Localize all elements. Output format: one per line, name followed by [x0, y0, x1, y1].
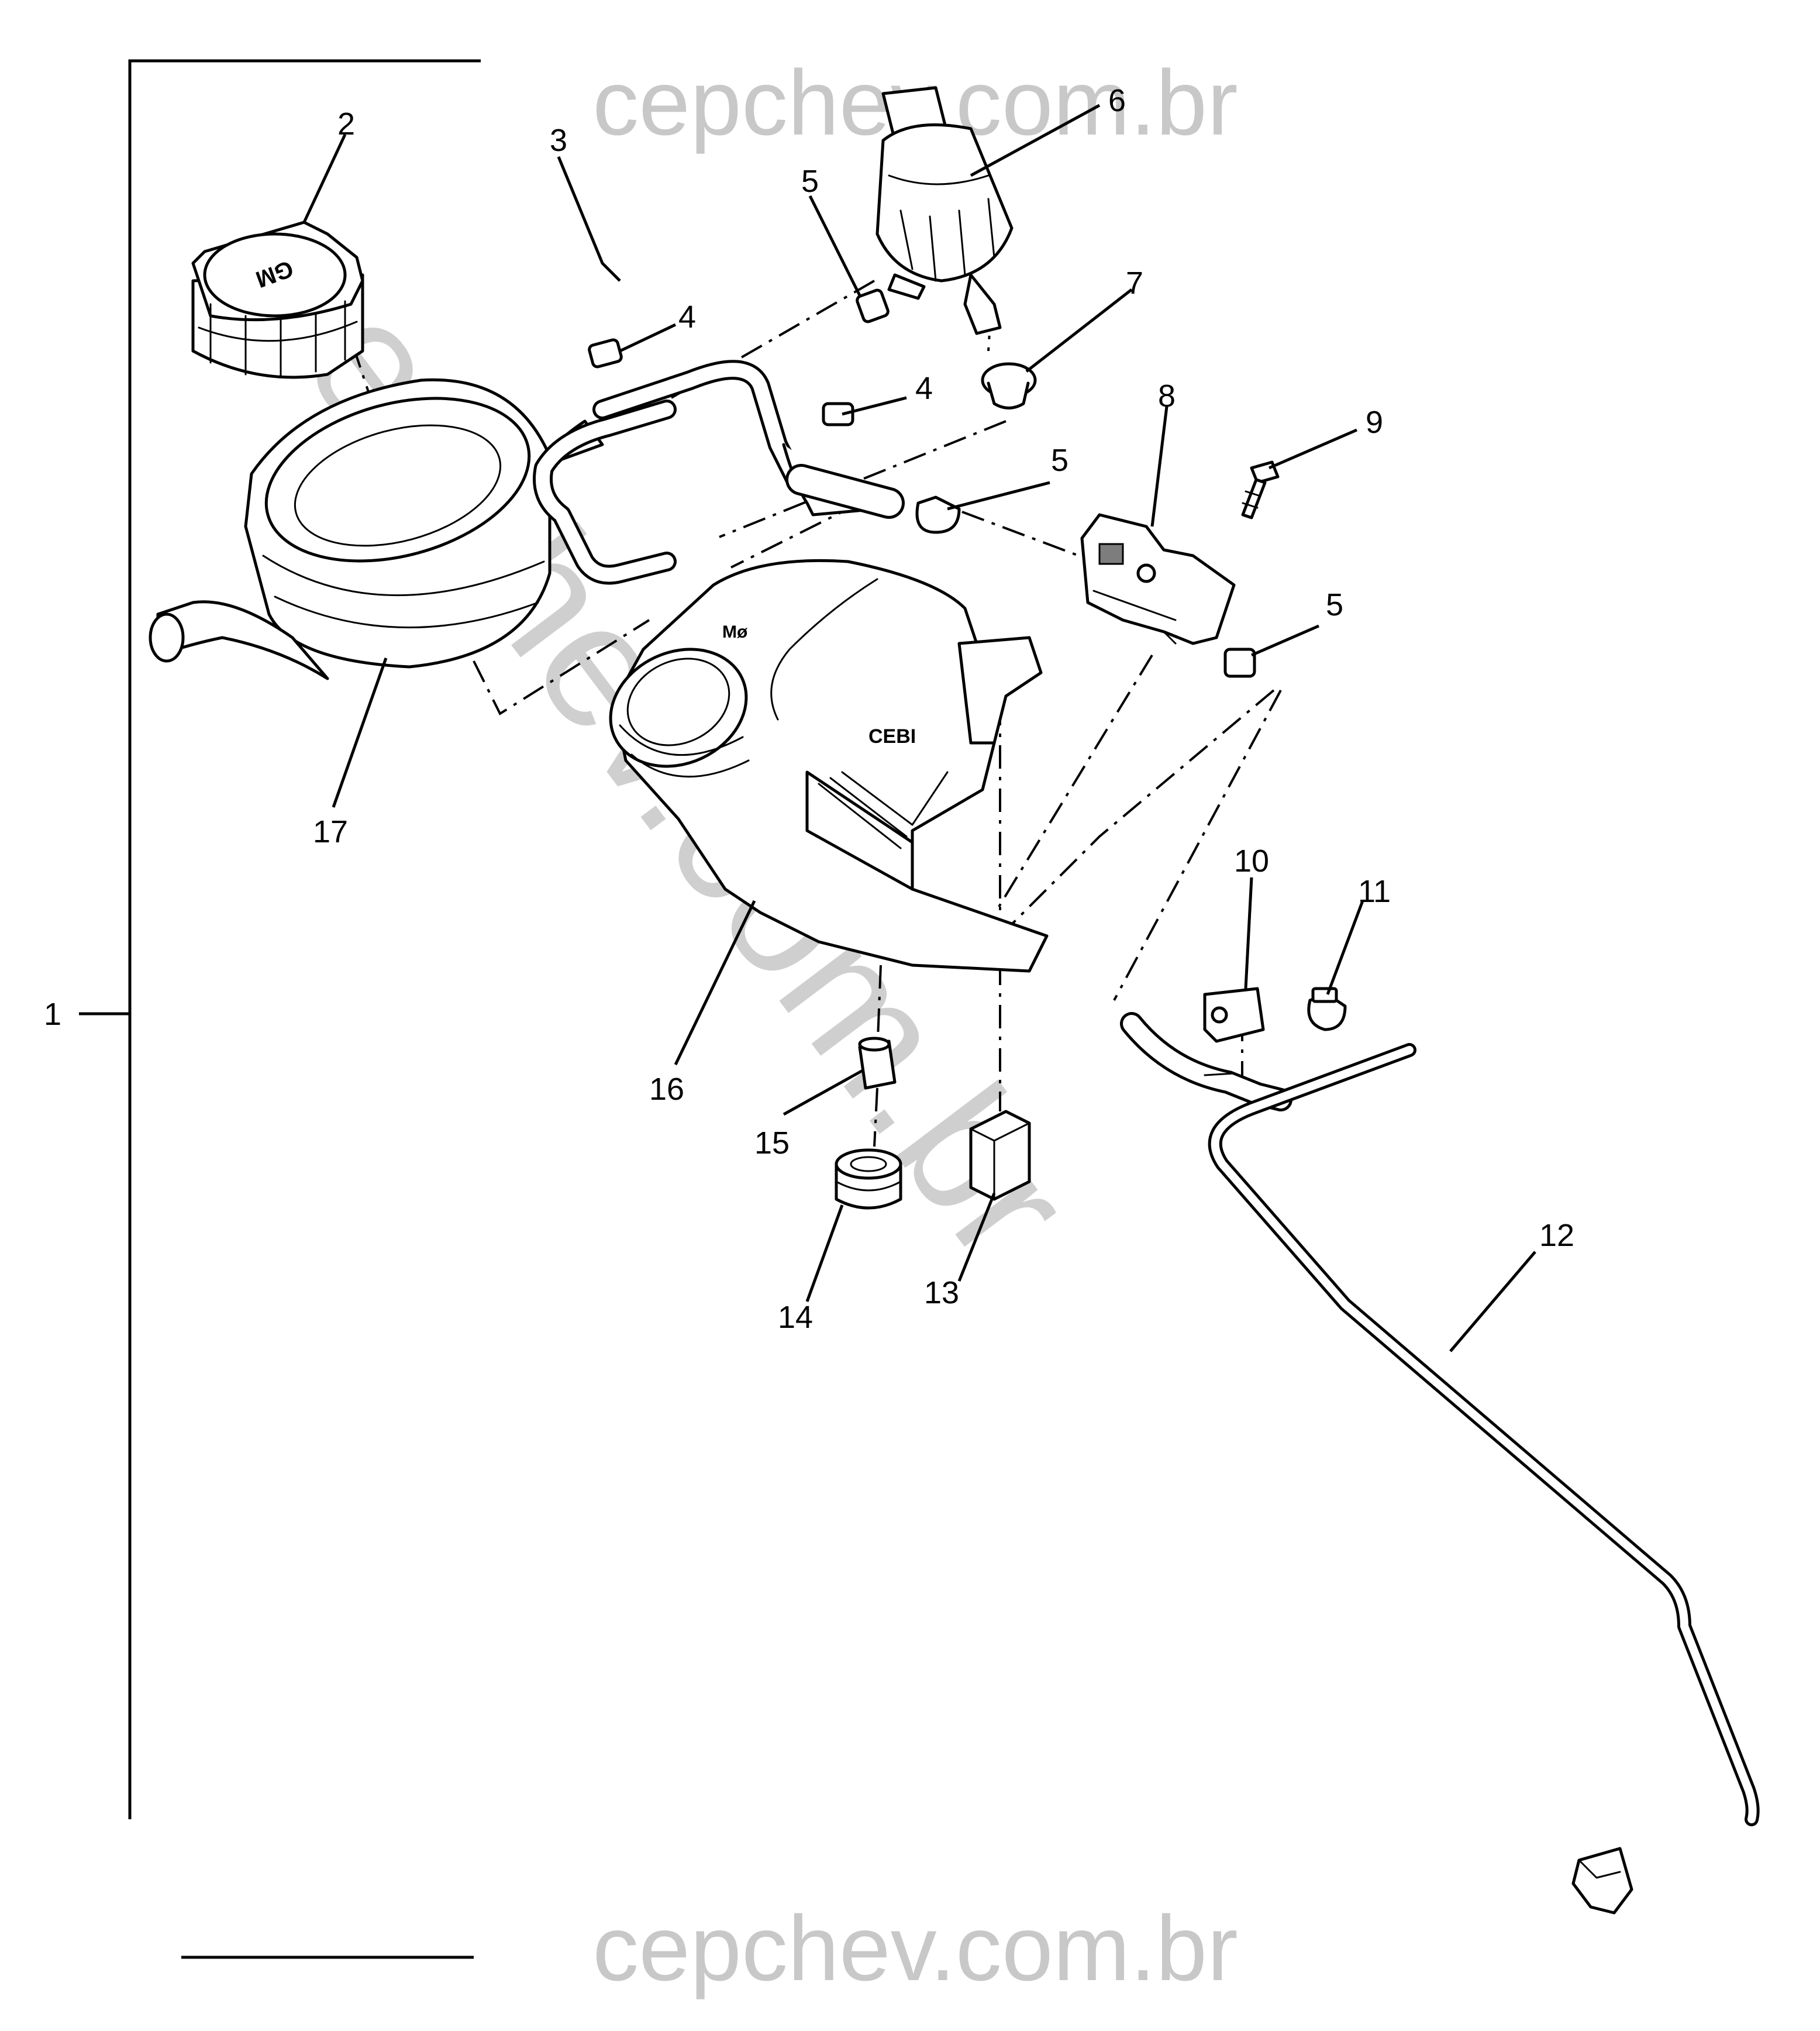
- callout-7: 7: [1126, 266, 1143, 301]
- grommet-clip-parts: [1203, 987, 1347, 1043]
- callout-17: 17: [313, 814, 348, 849]
- bolt-part: [1241, 460, 1280, 519]
- filler-neck-part: [149, 378, 551, 680]
- callout-13: 13: [924, 1275, 959, 1310]
- callout-10: 10: [1234, 844, 1269, 879]
- hose-clamp-parts: [588, 338, 854, 426]
- callout-16: 16: [649, 1072, 684, 1107]
- hose-part: [533, 360, 905, 585]
- callout-5a: 5: [801, 164, 819, 199]
- filler-cap-part: GM: [191, 221, 364, 379]
- reservoir-mark-cebi: CEBI: [868, 725, 916, 748]
- callout-2: 2: [337, 106, 355, 142]
- callout-4a: 4: [678, 300, 696, 335]
- callout-5b: 5: [1051, 443, 1068, 478]
- callout-14: 14: [778, 1300, 813, 1335]
- callout-9: 9: [1366, 405, 1383, 440]
- callout-8: 8: [1158, 378, 1176, 414]
- callout-6: 6: [1108, 83, 1126, 118]
- reservoir-mark-m: Mø: [722, 622, 748, 642]
- callout-3: 3: [550, 123, 567, 158]
- leader-lines: [302, 104, 1536, 1352]
- washer-pump-part: [875, 86, 1014, 335]
- callout-5c: 5: [1326, 587, 1343, 622]
- callout-15: 15: [754, 1125, 790, 1161]
- watermark-bottom: cepchev.com.br: [592, 1897, 1238, 2000]
- callout-12: 12: [1539, 1218, 1574, 1253]
- callout-11: 11: [1358, 874, 1391, 909]
- lower-small-parts: [835, 1037, 1031, 1210]
- callout-4b: 4: [915, 371, 933, 406]
- small-clamp-parts: [856, 288, 1256, 678]
- washer-line-part: [1120, 1012, 1760, 1915]
- assembly-bracket: [79, 59, 481, 1959]
- grommet-part: [981, 362, 1037, 409]
- callout-labels: 1 2 3 4 4 5 5 5 6 7 8 9 10 11 12 13 14 1…: [44, 83, 1574, 1335]
- washer-reservoir-part: CEBI Mø: [609, 559, 1049, 973]
- callout-1: 1: [44, 997, 61, 1032]
- level-sensor-part: [1080, 513, 1236, 645]
